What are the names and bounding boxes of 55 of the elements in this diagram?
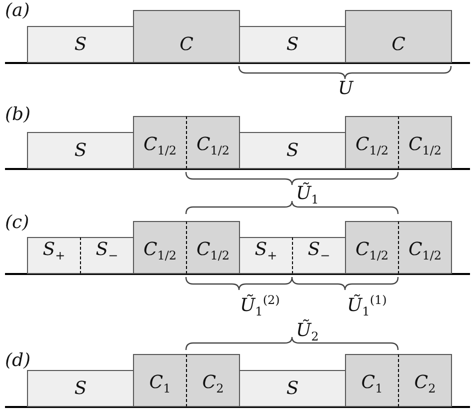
light-pulse-block <box>80 237 134 274</box>
panel-label: (b) <box>5 104 31 126</box>
block-symbol: S$_{+}$ <box>254 239 278 265</box>
light-pulse-block <box>239 26 346 63</box>
light-pulse-block <box>239 370 346 407</box>
block-symbol: C$_{1/2}$ <box>354 134 390 160</box>
dark-pulse-block <box>133 354 187 407</box>
block-symbol: C$_{1}$ <box>360 372 384 398</box>
block-symbol: C$_{1/2}$ <box>142 239 178 265</box>
block-symbol: S <box>285 140 300 162</box>
interval-label: Ũ$_{1}$ <box>296 183 319 209</box>
block-symbol: C$_{1/2}$ <box>195 239 231 265</box>
light-pulse-block <box>27 237 81 274</box>
block-symbol: C$_{2}$ <box>201 372 225 398</box>
dark-pulse-block <box>133 116 187 169</box>
block-symbol: S <box>73 140 88 162</box>
block-symbol: C$_{2}$ <box>413 372 437 398</box>
block-symbol: S <box>73 378 88 400</box>
block-symbol: C <box>390 34 406 56</box>
dark-pulse-block <box>133 10 240 63</box>
dark-pulse-block <box>398 354 452 407</box>
block-symbol: C$_{1/2}$ <box>354 239 390 265</box>
block-symbol: C$_{1/2}$ <box>142 134 178 160</box>
block-symbol: S$_{−}$ <box>306 239 332 265</box>
light-pulse-block <box>239 132 346 169</box>
dark-pulse-block <box>186 221 240 274</box>
dark-pulse-block <box>398 116 452 169</box>
block-symbol: S <box>73 34 88 56</box>
light-pulse-block <box>27 370 134 407</box>
light-pulse-block <box>292 237 346 274</box>
dark-pulse-block <box>345 221 399 274</box>
block-symbol: S <box>285 378 300 400</box>
block-symbol: S$_{−}$ <box>94 239 120 265</box>
block-symbol: C <box>178 34 194 56</box>
interval-label: Ũ$_{2}$ <box>296 320 319 346</box>
panel-label: (d) <box>5 350 31 372</box>
light-pulse-block <box>27 26 134 63</box>
block-symbol: C$_{1/2}$ <box>407 239 443 265</box>
panel-label: (a) <box>5 0 30 22</box>
block-symbol: C$_{1}$ <box>148 372 172 398</box>
block-symbol: S <box>285 34 300 56</box>
block-symbol: S$_{+}$ <box>42 239 66 265</box>
dark-pulse-block <box>186 354 240 407</box>
block-symbol: C$_{1/2}$ <box>407 134 443 160</box>
dark-pulse-block <box>345 354 399 407</box>
dark-pulse-block <box>345 116 399 169</box>
panel-label: (c) <box>5 212 30 234</box>
dark-pulse-block <box>133 221 187 274</box>
interval-label: U <box>338 78 354 100</box>
light-pulse-block <box>27 132 134 169</box>
dark-pulse-block <box>186 116 240 169</box>
dark-pulse-block <box>398 221 452 274</box>
dark-pulse-block <box>345 10 452 63</box>
light-pulse-block <box>239 237 293 274</box>
block-symbol: C$_{1/2}$ <box>195 134 231 160</box>
